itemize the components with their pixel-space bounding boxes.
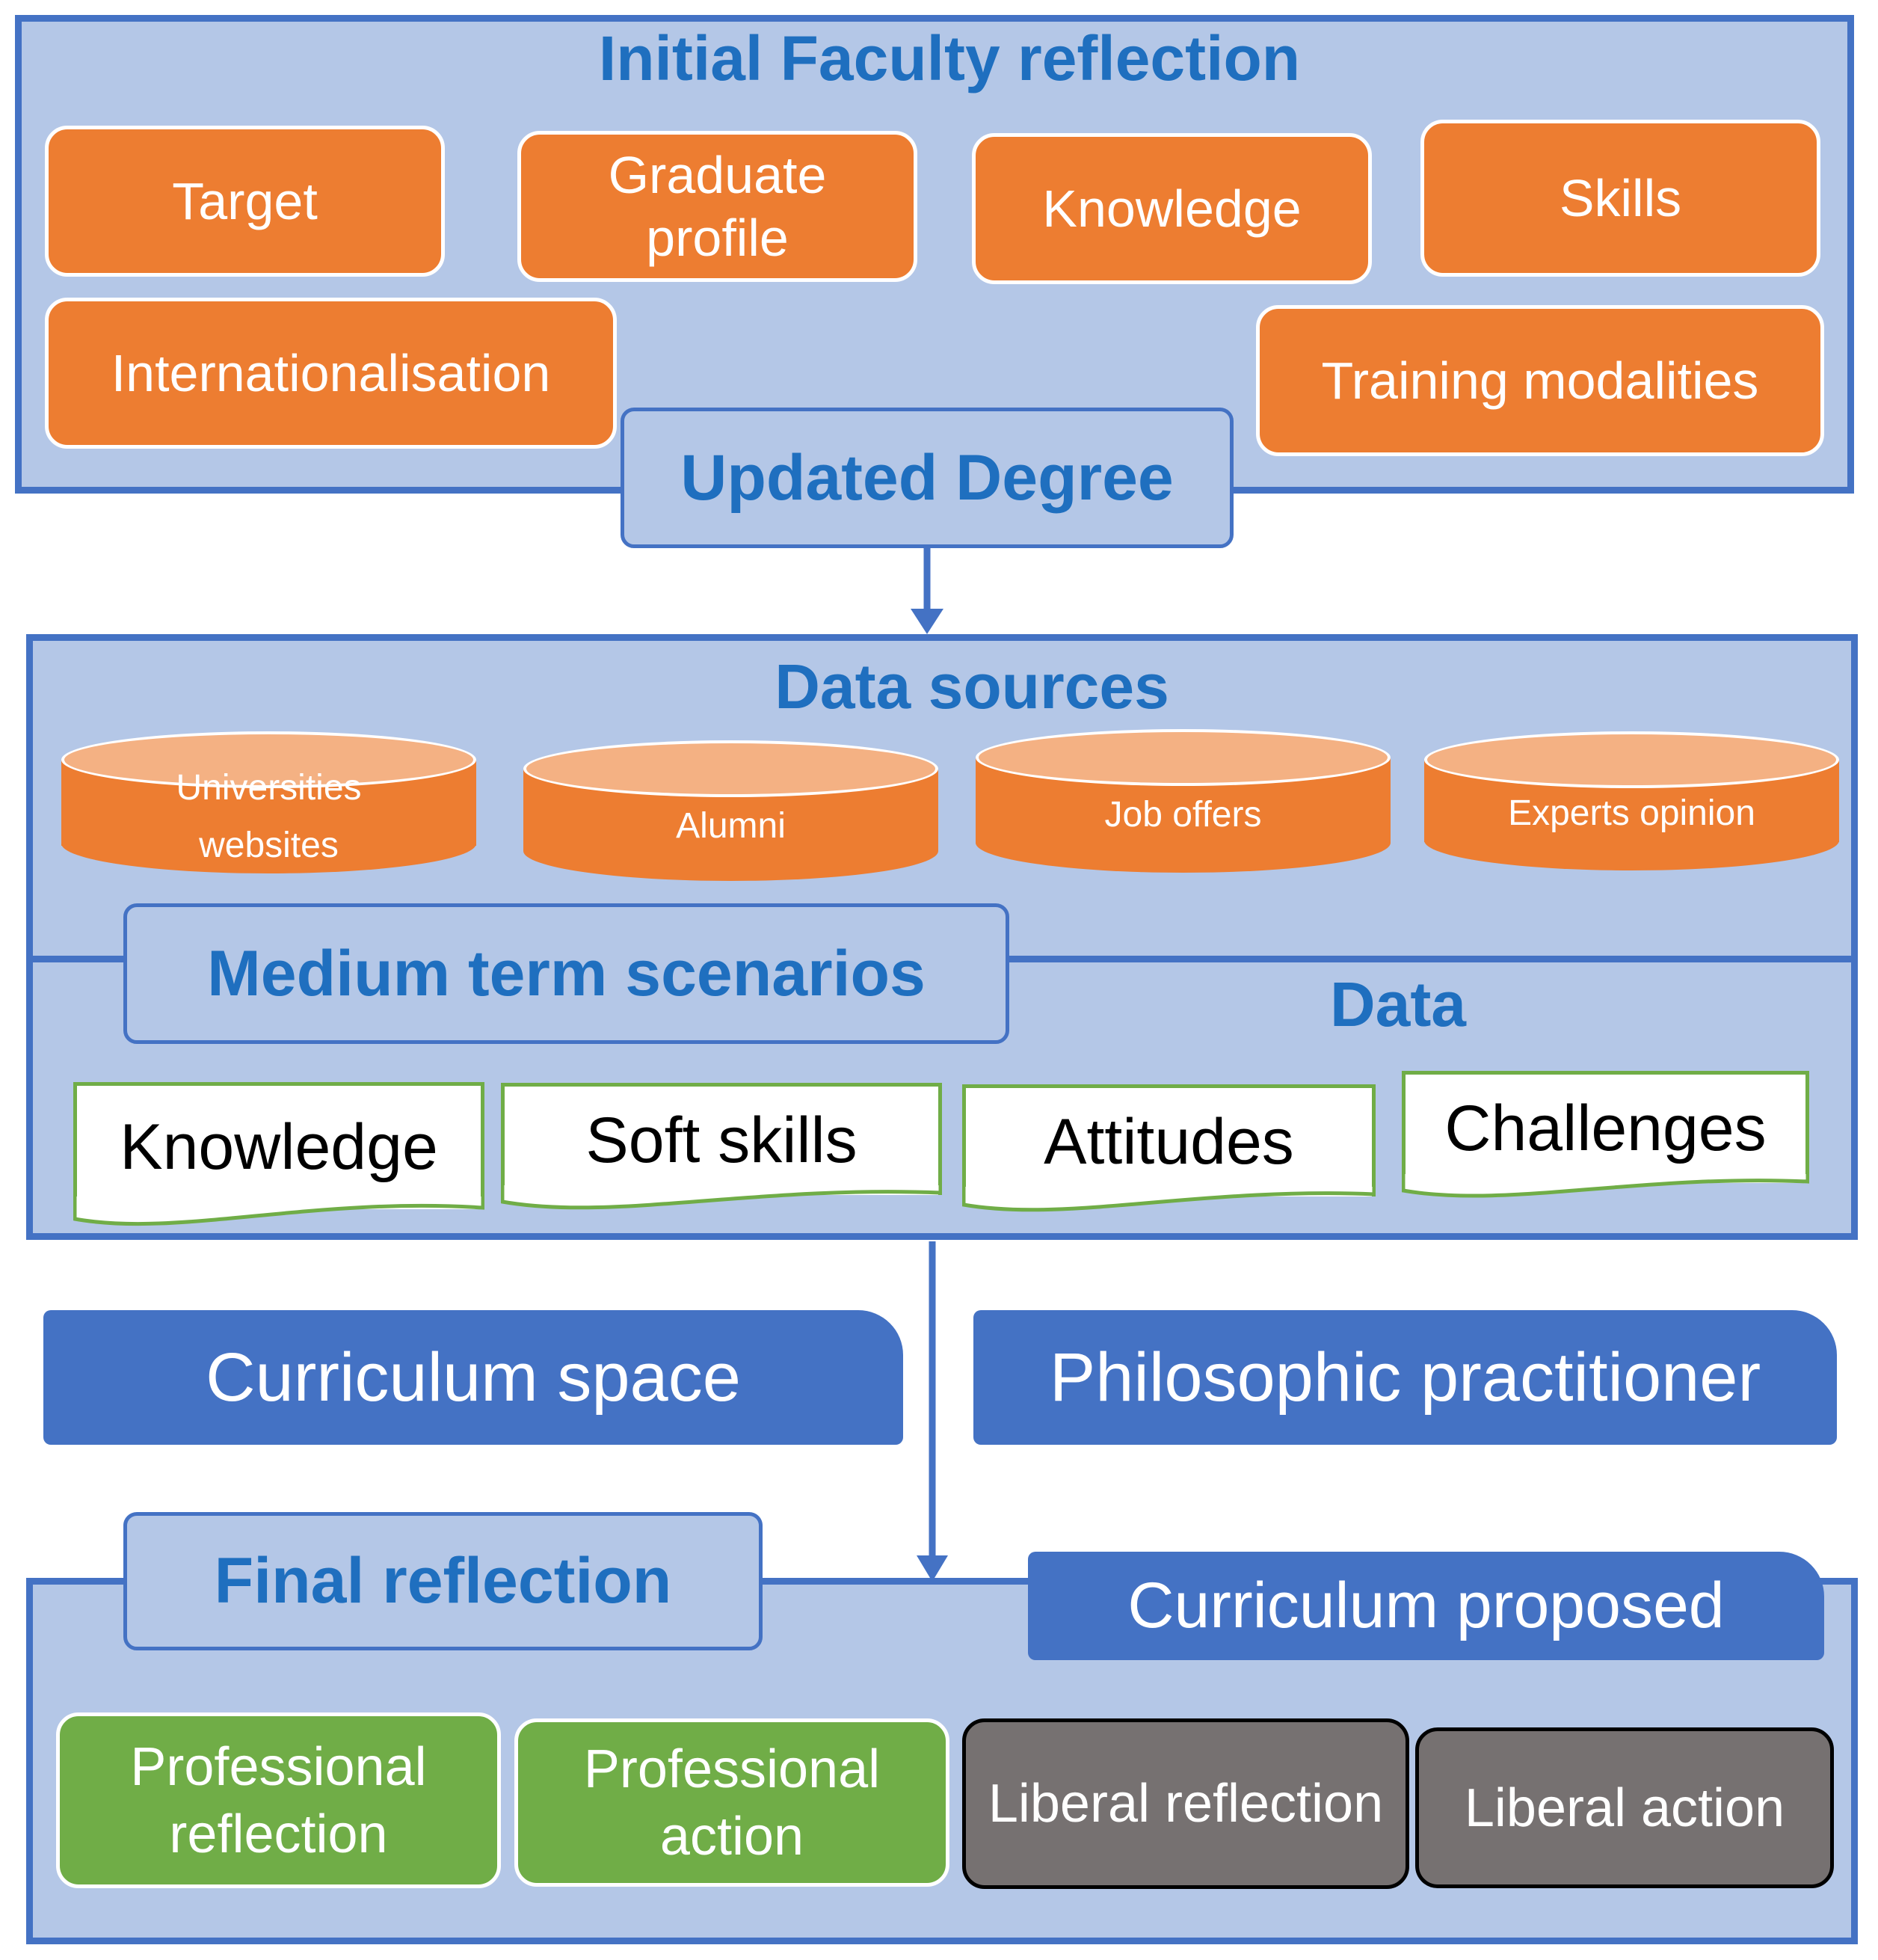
doc-knowledge-wave — [73, 1196, 484, 1226]
curriculum-space-banner: Curriculum space — [43, 1310, 903, 1445]
doc-label: Challenges — [1444, 1093, 1767, 1164]
internationalisation-box: Internationalisation — [45, 298, 617, 449]
updated-degree-label: Updated Degree — [621, 408, 1234, 548]
professional-action-box: Professional action — [514, 1718, 949, 1887]
cylinder-label: Alumni — [676, 805, 786, 846]
cylinder-job-offers: Job offers — [976, 729, 1391, 875]
doc-knowledge: Knowledge — [73, 1082, 484, 1209]
knowledge-box: Knowledge — [972, 133, 1372, 284]
cylinder-alumni: Alumni — [523, 740, 938, 882]
doc-soft-skills-wave — [501, 1185, 942, 1210]
doc-attitudes: Attitudes — [962, 1084, 1376, 1196]
cylinder-label: Experts opinion — [1508, 793, 1755, 833]
doc-challenges: Challenges — [1402, 1071, 1809, 1183]
training-modalities-box: Training modalities — [1256, 305, 1824, 456]
doc-challenges-wave — [1402, 1174, 1809, 1198]
graduate-profile-box: Graduate profile — [517, 131, 917, 282]
liberal-action-box: Liberal action — [1415, 1727, 1834, 1888]
curriculum-proposed-banner: Curriculum proposed — [1028, 1552, 1824, 1660]
cylinder-universities-websites: Universities websites — [61, 731, 476, 877]
doc-soft-skills: Soft skills — [501, 1083, 942, 1195]
cylinder-label: Job offers — [1104, 794, 1262, 835]
doc-label: Knowledge — [120, 1111, 438, 1183]
doc-label: Attitudes — [1044, 1106, 1294, 1178]
final-reflection-label: Final reflection — [123, 1512, 763, 1650]
initial-faculty-title: Initial Faculty reflection — [598, 23, 1301, 93]
skills-box: Skills — [1420, 120, 1820, 277]
data-label: Data — [1329, 969, 1467, 1039]
philosophic-practitioner-banner: Philosophic practitioner — [973, 1310, 1837, 1445]
liberal-reflection-box: Liberal reflection — [962, 1718, 1409, 1889]
arrow-to-final-reflection — [917, 1241, 948, 1582]
cylinder-label: Universities websites — [176, 768, 362, 865]
medium-term-scenarios-label: Medium term scenarios — [123, 903, 1009, 1044]
doc-label: Soft skills — [585, 1105, 858, 1176]
professional-reflection-box: Professional reflection — [56, 1712, 501, 1888]
arrow-to-data-sources — [911, 546, 943, 634]
target-box: Target — [45, 126, 445, 277]
cylinder-experts-opinion: Experts opinion — [1424, 731, 1839, 873]
doc-attitudes-wave — [962, 1187, 1376, 1212]
data-sources-title: Data sources — [775, 651, 1169, 722]
